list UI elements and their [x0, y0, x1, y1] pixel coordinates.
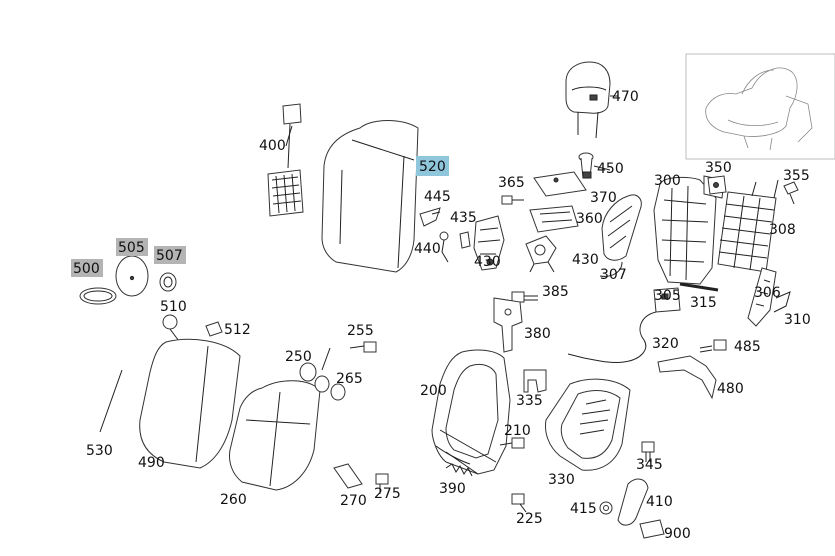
label-900: 900 [664, 526, 691, 542]
seat-frame-200 [431, 349, 511, 475]
rod-315 [679, 282, 719, 292]
clip-900 [639, 519, 665, 539]
label-390: 390 [439, 481, 466, 497]
backrest-panel-400 [267, 103, 304, 217]
label-370: 370 [590, 190, 617, 206]
label-320: 320 [652, 336, 679, 352]
label-430-right: 430 [572, 252, 599, 268]
label-485: 485 [734, 339, 761, 355]
label-470: 470 [612, 89, 639, 105]
clip-512 [205, 321, 223, 337]
label-335: 335 [516, 393, 543, 409]
side-trim-480 [657, 355, 717, 400]
nut-415 [599, 501, 613, 515]
plate-270 [333, 463, 363, 489]
label-360: 360 [576, 211, 603, 227]
disc-parts [79, 255, 177, 305]
highlight-520 [416, 156, 449, 176]
label-210: 210 [504, 423, 531, 439]
label-255: 255 [347, 323, 374, 339]
label-507: 507 [156, 248, 183, 264]
label-260: 260 [220, 492, 247, 508]
bolt-385 [511, 291, 538, 303]
label-300: 300 [654, 173, 681, 189]
label-480: 480 [717, 381, 744, 397]
label-305: 305 [654, 288, 681, 304]
label-440: 440 [414, 241, 441, 257]
bolt-345 [641, 441, 655, 462]
label-225: 225 [516, 511, 543, 527]
highlight-507 [154, 246, 186, 264]
label-350: 350 [705, 160, 732, 176]
label-345: 345 [636, 457, 663, 473]
label-265: 265 [336, 371, 363, 387]
seat-cushion-490 [139, 338, 241, 469]
label-520: 520 [419, 159, 446, 175]
bolt-365 [501, 195, 524, 205]
bolt-485 [699, 339, 727, 353]
adjuster-knobs [299, 347, 346, 401]
label-415: 415 [570, 501, 597, 517]
label-510: 510 [160, 299, 187, 315]
label-410: 410 [646, 494, 673, 510]
seat-cover-260 [229, 380, 321, 491]
bolt-210 [499, 437, 525, 449]
back-panel-330 [545, 378, 631, 471]
small-parts-cluster [419, 207, 471, 263]
label-385: 385 [542, 284, 569, 300]
label-450: 450 [597, 161, 624, 177]
clip-350 [707, 175, 727, 195]
recliner-mechanism [473, 215, 557, 273]
label-430-left: 430 [474, 254, 501, 270]
headrest-guide [578, 152, 594, 179]
bolt-225 [511, 493, 527, 513]
label-355: 355 [783, 168, 810, 184]
bracket-380 [493, 297, 523, 353]
spring-390 [445, 463, 473, 477]
label-307: 307 [600, 267, 627, 283]
label-200: 200 [420, 383, 447, 399]
rod-530 [99, 369, 123, 433]
control-module-305 [567, 287, 681, 363]
bracket-335 [523, 369, 547, 393]
backrest-shell-307 [599, 194, 642, 277]
label-490: 490 [138, 455, 165, 471]
label-445: 445 [424, 189, 451, 205]
label-315: 315 [690, 295, 717, 311]
label-250: 250 [285, 349, 312, 365]
label-505: 505 [118, 240, 145, 256]
highlight-500 [71, 259, 103, 277]
headrest [565, 61, 618, 139]
leader-lines [285, 125, 611, 215]
label-275: 275 [374, 486, 401, 502]
seat-overview-inset [685, 53, 835, 160]
label-512: 512 [224, 322, 251, 338]
side-trim-306 [747, 267, 791, 327]
bolt-275 [375, 473, 389, 494]
label-310: 310 [784, 312, 811, 328]
bracket-360 [529, 205, 579, 233]
label-365: 365 [498, 175, 525, 191]
label-530: 530 [86, 443, 113, 459]
label-435: 435 [450, 210, 477, 226]
label-400: 400 [259, 138, 286, 154]
label-270: 270 [340, 493, 367, 509]
backrest-cushion-outline [321, 120, 419, 273]
handle-410 [617, 478, 649, 526]
bolt-255 [349, 341, 377, 353]
label-308: 308 [769, 222, 796, 238]
cover-plate-370 [533, 171, 587, 197]
label-500: 500 [73, 261, 100, 277]
label-306: 306 [754, 285, 781, 301]
highlight-505 [116, 238, 148, 256]
bolt-355 [783, 181, 799, 205]
label-380: 380 [524, 326, 551, 342]
label-330: 330 [548, 472, 575, 488]
